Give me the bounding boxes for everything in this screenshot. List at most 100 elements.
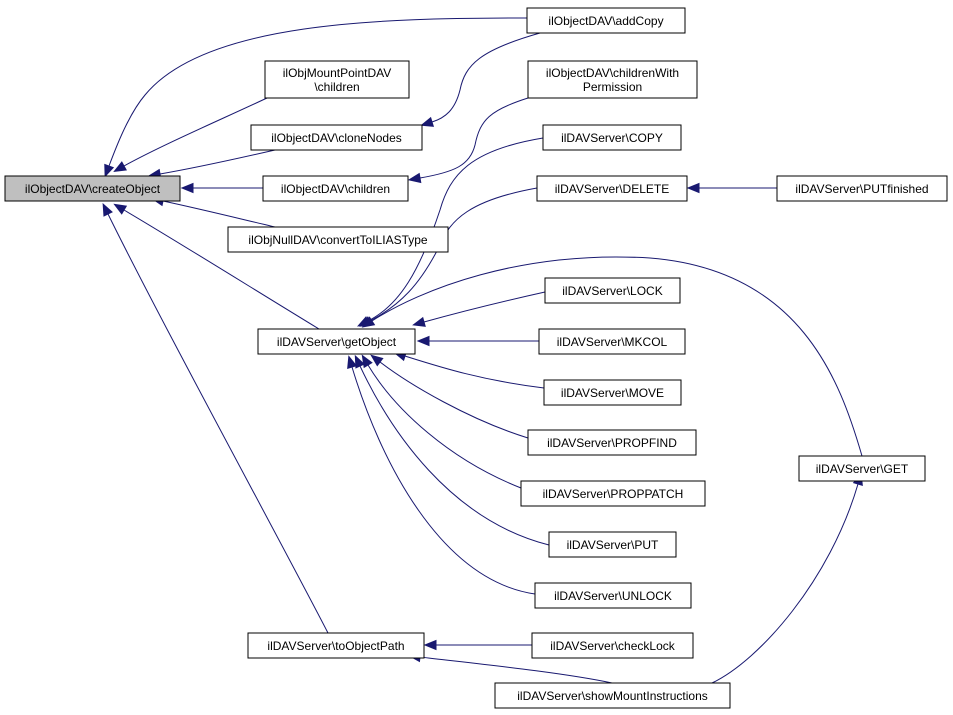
edge-line: [351, 366, 536, 595]
node-box: [526, 7, 686, 34]
arrowhead-icon: [354, 354, 365, 369]
graph-edges: [102, 17, 863, 684]
node-box: [227, 226, 449, 253]
node-box: [538, 328, 686, 355]
node-box: [247, 632, 425, 659]
edge-line: [123, 97, 268, 167]
node-box: [494, 682, 731, 709]
edge-lock-to-getObject: [412, 291, 546, 327]
arrowhead-icon: [686, 182, 700, 194]
edge-line: [107, 213, 329, 634]
node-box: [798, 455, 926, 482]
node-box: [776, 175, 948, 202]
edge-addCopy-to-createObject: [104, 17, 528, 178]
edge-line: [431, 32, 541, 123]
edge-line: [162, 200, 276, 228]
node-label: ilDAVServer\DELETE: [555, 182, 669, 196]
edge-toObjectPath-to-createObject: [102, 202, 329, 634]
arrowhead-icon: [113, 203, 128, 215]
node-unlock[interactable]: ilDAVServer\UNLOCK: [534, 582, 692, 609]
node-box: [262, 175, 409, 202]
edge-putFinished-to-delete: [686, 182, 777, 194]
edge-children-to-createObject: [180, 182, 263, 194]
node-box: [543, 379, 682, 406]
node-mkcol[interactable]: ilDAVServer\MKCOL: [538, 328, 686, 355]
node-label: ilDAVServer\toObjectPath: [267, 639, 404, 653]
node-label: ilObjectDAV\children: [281, 182, 390, 196]
node-label: ilDAVServer\checkLock: [550, 639, 675, 653]
node-getObject[interactable]: ilDAVServer\getObject: [257, 328, 416, 355]
node-checkLock[interactable]: ilDAVServer\checkLock: [531, 632, 694, 659]
node-label: ilObjectDAV\childrenWith: [546, 66, 679, 80]
edge-checkLock-to-toObjectPath: [423, 639, 532, 651]
node-box: [527, 429, 697, 456]
edge-line: [423, 291, 546, 323]
node-box: [548, 531, 677, 558]
node-propfind[interactable]: ilDAVServer\PROPFIND: [527, 429, 697, 456]
edge-showMountInstructions-to-get: [711, 472, 863, 684]
node-addCopy[interactable]: ilObjectDAV\addCopy: [526, 7, 686, 34]
node-toObjectPath[interactable]: ilDAVServer\toObjectPath: [247, 632, 425, 659]
edge-line: [419, 656, 613, 684]
node-label: ilDAVServer\LOCK: [562, 284, 662, 298]
arrowhead-icon: [416, 335, 430, 347]
node-children[interactable]: ilObjectDAV\children: [262, 175, 409, 202]
edge-delete-to-getObject: [359, 187, 538, 327]
graph-nodes: ilObjectDAV\createObject ilObjectDAV\addC…: [4, 7, 948, 709]
arrowhead-icon: [407, 172, 422, 184]
node-convertToILIASType[interactable]: ilObjNullDAV\convertToILIASType: [227, 226, 449, 253]
arrowhead-icon: [347, 355, 358, 369]
node-label: ilObjNullDAV\convertToILIASType: [248, 233, 428, 247]
node-label: ilDAVServer\showMountInstructions: [517, 689, 708, 703]
arrowhead-icon: [370, 354, 384, 367]
node-label: ilDAVServer\PUT: [567, 538, 659, 552]
node-mountChildren[interactable]: ilObjMountPointDAV\children: [264, 60, 410, 99]
node-label: ilObjectDAV\createObject: [25, 182, 161, 196]
node-label: ilDAVServer\MKCOL: [557, 335, 668, 349]
node-box: [527, 60, 698, 99]
node-showMountInstructions[interactable]: ilDAVServer\showMountInstructions: [494, 682, 731, 709]
node-get[interactable]: ilDAVServer\GET: [798, 455, 926, 482]
edge-line: [404, 355, 545, 389]
edge-cloneNodes-to-createObject: [147, 149, 276, 180]
arrowhead-icon: [180, 182, 194, 194]
node-label: ilDAVServer\PROPPATCH: [543, 487, 684, 501]
node-box: [264, 60, 410, 99]
node-cloneNodes[interactable]: ilObjectDAV\cloneNodes: [250, 124, 423, 151]
edge-line: [159, 149, 276, 175]
edge-mountChildren-to-createObject: [113, 97, 268, 172]
node-box: [4, 175, 181, 202]
arrowhead-icon: [423, 639, 437, 651]
edge-line: [419, 97, 529, 179]
edge-line: [359, 365, 550, 546]
node-delete[interactable]: ilDAVServer\DELETE: [536, 175, 688, 202]
arrowhead-icon: [412, 316, 426, 327]
node-copy[interactable]: ilDAVServer\COPY: [542, 124, 682, 151]
arrowhead-icon: [102, 202, 113, 217]
node-label: ilDAVServer\UNLOCK: [554, 589, 672, 603]
edge-put-to-getObject: [354, 354, 550, 546]
node-label: ilDAVServer\MOVE: [561, 386, 664, 400]
node-move[interactable]: ilDAVServer\MOVE: [543, 379, 682, 406]
node-put[interactable]: ilDAVServer\PUT: [548, 531, 677, 558]
edge-line: [711, 483, 859, 684]
node-label: ilObjMountPointDAV: [283, 66, 392, 80]
edge-line: [123, 209, 320, 330]
edge-unlock-to-getObject: [347, 355, 536, 595]
node-label: ilDAVServer\getObject: [277, 335, 397, 349]
edge-line: [369, 187, 538, 322]
node-createObject[interactable]: ilObjectDAV\createObject: [4, 175, 181, 202]
edge-line: [367, 137, 544, 322]
node-putFinished[interactable]: ilDAVServer\PUTfinished: [776, 175, 948, 202]
node-box: [544, 277, 681, 304]
edge-proppatch-to-getObject: [361, 354, 522, 489]
node-lock[interactable]: ilDAVServer\LOCK: [544, 277, 681, 304]
node-proppatch[interactable]: ilDAVServer\PROPPATCH: [520, 480, 706, 507]
node-label: ilDAVServer\PROPFIND: [547, 436, 677, 450]
node-label: ilDAVServer\PUTfinished: [795, 182, 928, 196]
edge-line: [108, 17, 528, 167]
edge-getObject-to-createObject: [113, 203, 320, 330]
edge-line: [371, 256, 863, 457]
